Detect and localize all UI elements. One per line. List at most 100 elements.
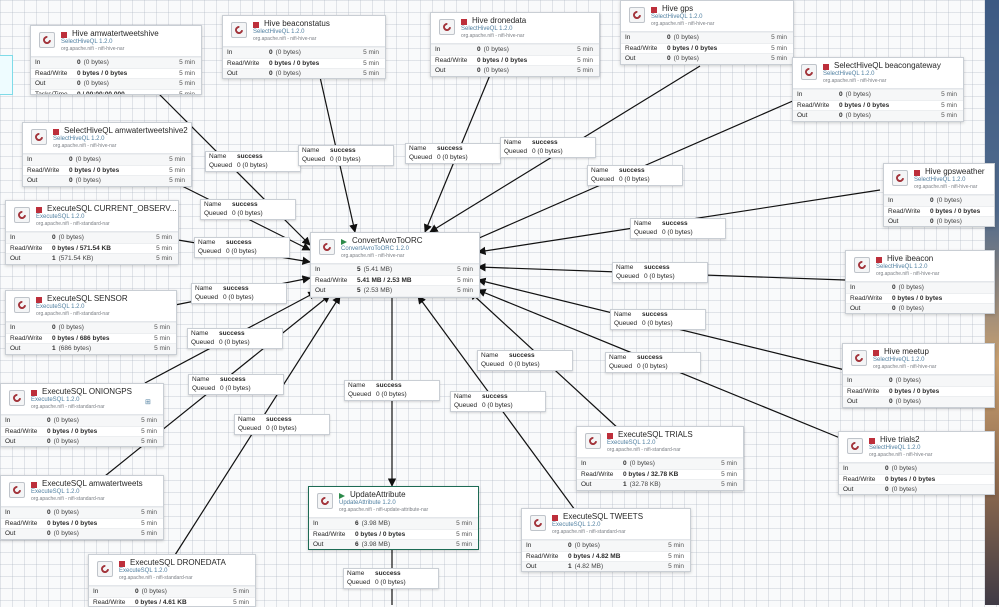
grid-icon[interactable]: ⊞ [145,398,151,406]
stats-value-main: 0 [889,377,893,384]
stats-value-main: 0 [477,46,481,53]
stats-value-main: 0 [135,588,139,595]
stats-value: 0(0 bytes) [892,283,924,293]
stats-time: 5 min [668,552,684,562]
stats-time: 5 min [169,187,185,188]
stats-label: Out [843,485,853,495]
stats-label: Read/Write [313,530,345,540]
stats-value-main: 0 bytes / 0 bytes [667,45,717,52]
stopped-icon [61,32,67,38]
processor-bundle: org.apache.nifi - nifi-standard-nar [36,311,110,317]
processor-executesql-current-observ[interactable]: ExecuteSQL CURRENT_OBSERV...ExecuteSQL 1… [5,200,179,265]
stats-value-sub: (0 bytes) [59,234,84,241]
connection-name-value: success [437,145,463,152]
stats-value: 1 / 00:00:02.294 [623,491,674,492]
processor-bundle: org.apache.nifi - nifi-standard-nar [36,221,110,227]
processor-header: ExecuteSQL CURRENT_OBSERV...ExecuteSQL 1… [6,201,178,232]
stats-value: 0(0 bytes) [47,416,79,426]
stats-value-sub: (2.53 MB) [364,287,393,294]
stats-label: In [847,376,852,386]
connection-queued-value: 0 (0 bytes) [232,210,263,217]
connection-queued-label: Queued [204,210,232,217]
stats-label: In [10,323,15,333]
stats-value-main: 5.41 MB / 2.53 MB [357,277,412,284]
connection-queued-value: 0 (0 bytes) [619,176,650,183]
stats-time: 5 min [141,437,157,447]
processor-name: UpdateAttribute [350,490,406,499]
partial-component-left[interactable] [0,55,13,95]
stats-label: Tasks/Time [10,355,43,356]
stats-value-sub: (0 bytes) [937,218,962,225]
connection-queued-value: 0 (0 bytes) [642,320,673,327]
stats-value-main: 0 [667,34,671,41]
stats-time: 5 min [141,540,157,541]
processor-icon [14,207,30,223]
stats-label: In [227,48,232,58]
stats-time: 5 min [179,90,195,96]
stats-time: 5 min [169,155,185,165]
running-icon [341,239,347,245]
connection-queued-value: 0 (0 bytes) [532,148,563,155]
stats-value-main: 0 [885,486,889,493]
stats-time: 5 min [457,276,473,286]
stats-value-sub: (0 bytes) [76,177,101,184]
stats-label: In [5,416,10,426]
stats-label: Read/Write [850,294,882,304]
stats-value-main: 0 [77,59,81,66]
stats-value: 0(0 bytes) [52,233,84,243]
processor-name: Hive dronedata [472,16,526,25]
connection-queued-label: Queued [614,320,642,327]
stats-label: In [797,90,802,100]
stats-label: In [27,155,32,165]
stats-label: In [888,196,893,206]
processor-type: SelectHiveQL 1.2.0 [461,26,512,32]
